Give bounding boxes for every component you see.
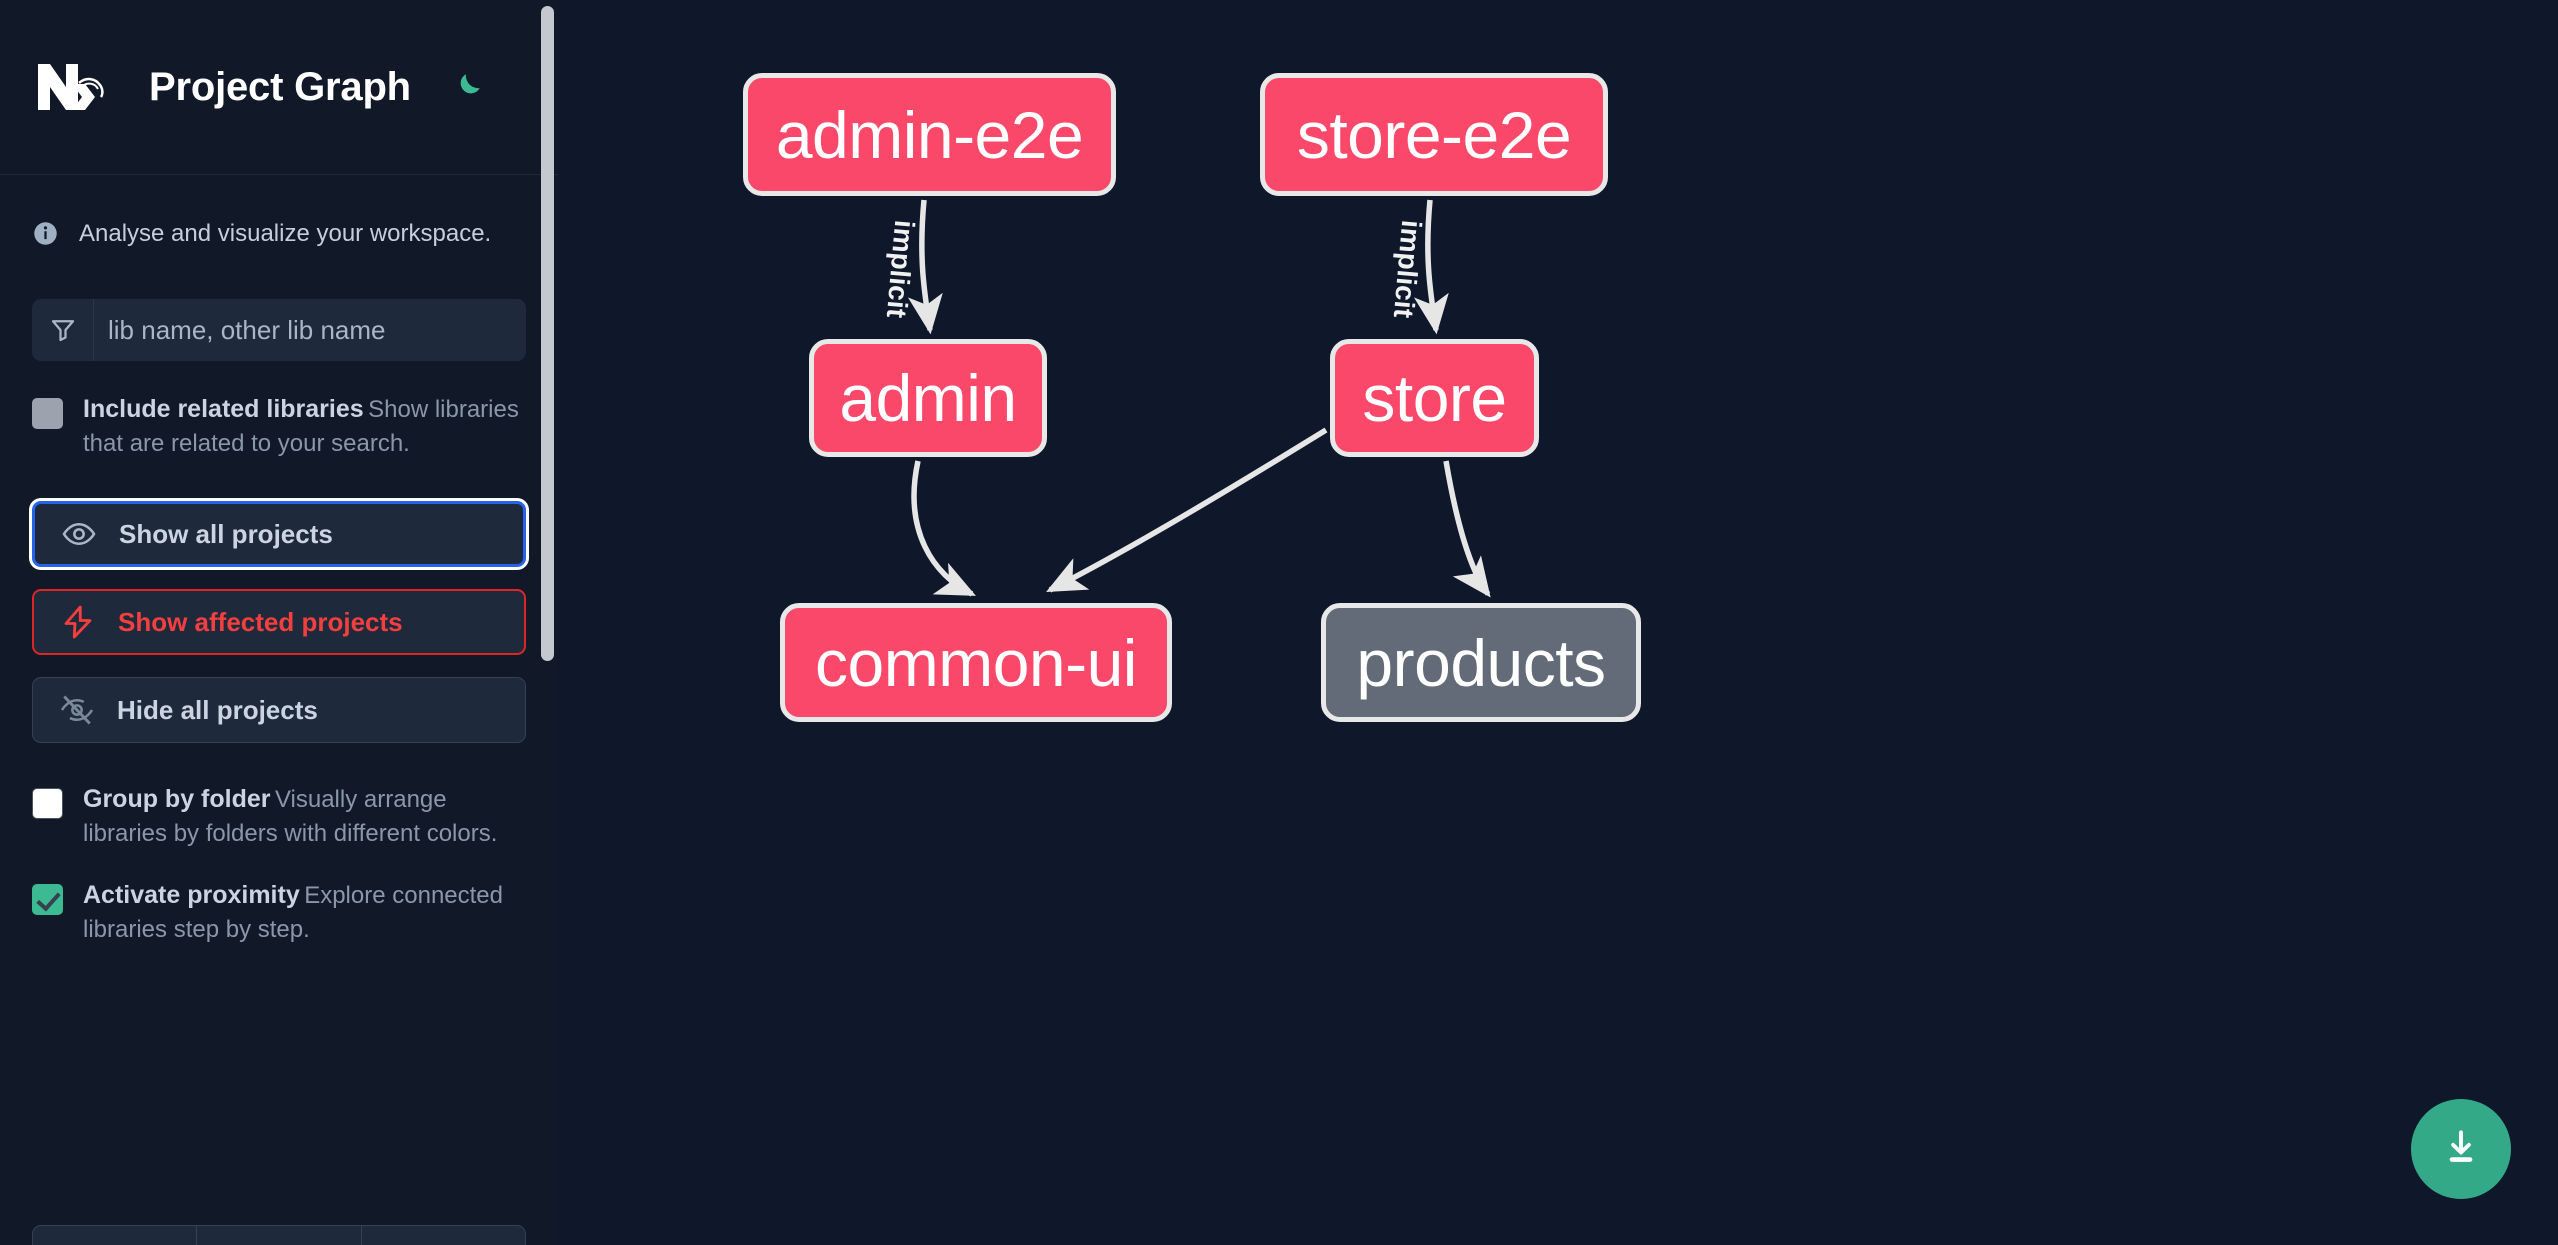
- graph-node-store-e2e[interactable]: store-e2e: [1260, 73, 1608, 196]
- graph-node-admin[interactable]: admin: [809, 339, 1047, 457]
- node-label: products: [1356, 625, 1606, 700]
- funnel-icon: [32, 299, 94, 362]
- bottom-segmented-control[interactable]: [32, 1225, 526, 1245]
- option-include-related-libraries[interactable]: Include related libraries Show libraries…: [32, 393, 526, 461]
- filter-box: [32, 299, 526, 362]
- option-activate-proximity[interactable]: Activate proximity Explore connected lib…: [32, 879, 526, 947]
- checkbox-include-related-libraries[interactable]: [32, 398, 63, 430]
- sidebar: Project Graph Analyse and visualize your…: [0, 0, 558, 1245]
- sidebar-scrollbar[interactable]: [541, 6, 554, 661]
- segment-3[interactable]: [362, 1226, 525, 1245]
- nx-logo-icon: [32, 56, 124, 118]
- option-description: Show libraries that are related to your …: [83, 396, 519, 458]
- projects-button-group: Show all projects Show affected projects: [32, 501, 526, 744]
- workspace-note: Analyse and visualize your workspace.: [32, 175, 526, 249]
- edge-admin-to-common-ui: [911, 460, 976, 597]
- option-label: Include related libraries: [83, 395, 364, 424]
- edge-store-e2e-to-store: [1413, 199, 1449, 335]
- checkbox-group-by-folder[interactable]: [32, 788, 63, 820]
- option-label: Activate proximity: [83, 880, 300, 909]
- show-affected-projects-label: Show affected projects: [118, 606, 403, 637]
- eye-off-icon: [59, 692, 95, 728]
- node-label: admin: [839, 361, 1017, 435]
- option-label: Group by folder: [83, 785, 271, 814]
- moon-icon[interactable]: [445, 65, 489, 109]
- segment-1[interactable]: [33, 1226, 198, 1245]
- download-button[interactable]: [2411, 1099, 2511, 1199]
- graph-node-common-ui[interactable]: common-ui: [780, 603, 1172, 722]
- sidebar-header: Project Graph: [0, 0, 558, 175]
- sidebar-body: Analyse and visualize your workspace. In…: [0, 175, 558, 947]
- bolt-icon: [60, 604, 96, 640]
- segment-2[interactable]: [197, 1226, 362, 1245]
- edge-admin-e2e-to-admin: [907, 199, 943, 335]
- graph-canvas[interactable]: admin-e2e store-e2e admin store common-u…: [558, 0, 2558, 1245]
- checkbox-activate-proximity[interactable]: [32, 883, 63, 915]
- graph-node-store[interactable]: store: [1330, 339, 1539, 457]
- edge-store-to-products: [1443, 460, 1491, 598]
- node-label: store-e2e: [1296, 97, 1572, 172]
- show-affected-projects-button[interactable]: Show affected projects: [32, 589, 526, 656]
- node-label: store: [1362, 361, 1507, 435]
- eye-icon: [61, 516, 97, 552]
- page-title: Project Graph: [149, 64, 411, 109]
- hide-all-projects-button[interactable]: Hide all projects: [32, 677, 526, 744]
- edge-store-to-common-ui: [1046, 427, 1328, 593]
- graph-node-admin-e2e[interactable]: admin-e2e: [743, 73, 1116, 196]
- info-icon: [32, 220, 59, 247]
- download-icon: [2440, 1127, 2482, 1172]
- search-input[interactable]: [94, 299, 526, 362]
- node-label: admin-e2e: [775, 97, 1084, 172]
- node-label: common-ui: [815, 625, 1137, 700]
- graph-node-products[interactable]: products: [1321, 603, 1641, 722]
- graph-edges: [907, 199, 1491, 598]
- hide-all-projects-label: Hide all projects: [117, 694, 318, 725]
- option-group-by-folder[interactable]: Group by folder Visually arrange librari…: [32, 783, 526, 851]
- show-all-projects-button[interactable]: Show all projects: [32, 501, 526, 568]
- workspace-note-text: Analyse and visualize your workspace.: [79, 220, 492, 247]
- option-description: Visually arrange libraries by folders wi…: [83, 786, 498, 848]
- option-description: Explore connected libraries step by step…: [83, 881, 503, 943]
- show-all-projects-label: Show all projects: [119, 518, 333, 549]
